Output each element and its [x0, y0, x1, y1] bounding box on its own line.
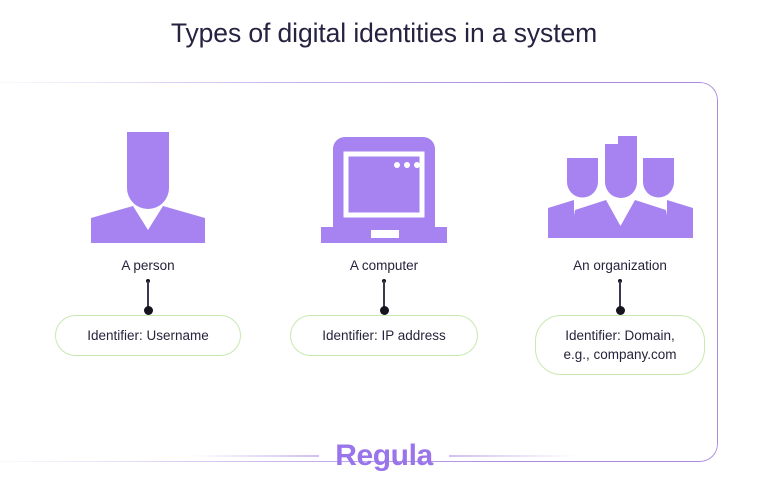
page-title: Types of digital identities in a system	[170, 18, 598, 48]
laptop-computer-icon-wrapper	[309, 120, 459, 245]
identity-column-organization: An organization Identifier: Domain, e.g.…	[502, 120, 738, 375]
identifier-pill-person: Identifier: Username	[55, 315, 241, 356]
connector-organization	[613, 279, 627, 315]
identity-caption-computer: A computer	[349, 258, 419, 273]
identifier-pill-organization: Identifier: Domain, e.g., company.com	[535, 315, 705, 375]
organization-people-icon	[547, 136, 693, 238]
connector-large-dot	[143, 306, 153, 315]
identity-column-person: A person Identifier: Username	[30, 120, 266, 356]
regula-logo: Regula	[335, 439, 433, 472]
identity-caption-organization: An organization	[573, 258, 667, 273]
connector-line	[383, 281, 385, 309]
footer: Regula	[0, 440, 768, 472]
identifier-pill-computer: Identifier: IP address	[290, 315, 478, 356]
identity-types-row: A person Identifier: Username	[0, 120, 768, 375]
laptop-computer-icon	[321, 137, 447, 243]
identity-caption-person: A person	[121, 258, 175, 273]
connector-computer	[377, 279, 391, 315]
footer-rule-right	[448, 455, 577, 457]
organization-people-icon-wrapper	[538, 120, 703, 245]
person-icon-wrapper	[83, 120, 213, 245]
connector-large-dot	[379, 306, 389, 315]
connector-large-dot	[615, 306, 625, 315]
connector-person	[141, 279, 155, 315]
identity-column-computer: A computer Identifier: IP address	[266, 120, 502, 356]
connector-line	[147, 281, 149, 309]
connector-line	[619, 281, 621, 309]
person-icon	[91, 132, 205, 243]
footer-rule-left	[191, 455, 320, 457]
